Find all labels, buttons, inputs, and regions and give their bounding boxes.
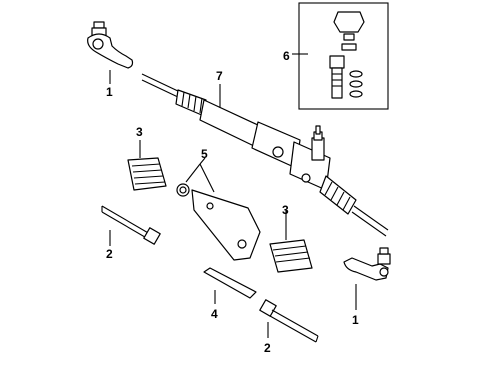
boot-left [127, 157, 167, 191]
leader-lines [109, 53, 357, 338]
callout-1-left: 1 [106, 85, 113, 99]
inner-tie-rod-right [259, 299, 319, 343]
valve-kit-inset-frame [298, 2, 389, 110]
callout-4: 4 [211, 307, 218, 321]
inner-tie-rod-left [101, 205, 161, 245]
rack-shaft [203, 267, 257, 299]
callout-7: 7 [216, 69, 223, 83]
callout-3-left: 3 [136, 125, 143, 139]
callout-1-right: 1 [352, 313, 359, 327]
callout-5: 5 [201, 147, 208, 161]
callout-6: 6 [283, 49, 290, 63]
rack-bushing-kit [176, 183, 261, 261]
callout-2-left: 2 [106, 247, 113, 261]
callout-3-right: 3 [282, 203, 289, 217]
valve-kit-inset [329, 11, 365, 99]
steering-gear-assembly [141, 73, 389, 237]
callout-2-right: 2 [264, 341, 271, 355]
boot-right [269, 239, 313, 273]
tie-rod-end-right [343, 247, 391, 281]
tie-rod-end-left [87, 21, 134, 69]
